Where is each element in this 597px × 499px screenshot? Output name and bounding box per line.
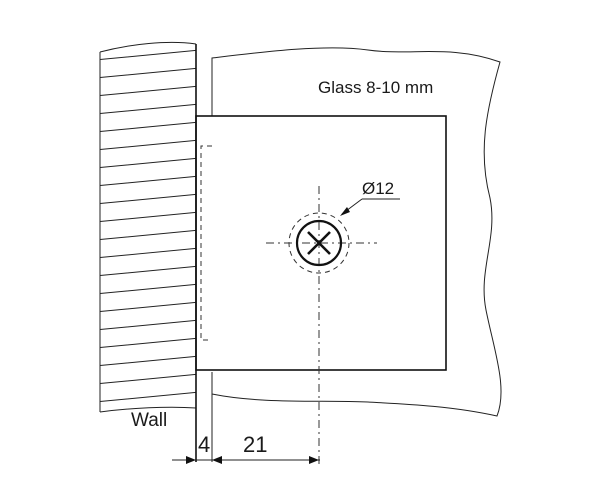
dim-arrow-glass-right: [212, 456, 222, 464]
diameter-label: Ø12: [362, 179, 394, 198]
diameter-callout: Ø12: [340, 179, 400, 216]
clamp-plate: [195, 115, 447, 371]
glass-hidden-edge: [200, 145, 212, 341]
dim-arrow-wall-left: [186, 456, 196, 464]
wall-top-break: [99, 41, 197, 53]
wall-hatching: [100, 49, 196, 412]
wall-section: [99, 41, 197, 462]
dimension-line: 4 21: [172, 432, 320, 464]
dim-arrow-center: [309, 456, 319, 464]
bolt-hole: [288, 212, 350, 274]
hole-outline: [288, 212, 350, 274]
dim-offset-label: 21: [243, 432, 267, 457]
screw-head-icon: [295, 219, 343, 267]
wall-bottom-break: [99, 406, 197, 413]
diameter-leader-arrow: [340, 207, 350, 216]
dim-gap-label: 4: [198, 432, 210, 457]
glass-panel-outline: [211, 47, 502, 417]
glass-label: Glass 8-10 mm: [318, 78, 433, 97]
screw-cross-icon: [307, 231, 331, 255]
wall-label: Wall: [131, 410, 167, 431]
